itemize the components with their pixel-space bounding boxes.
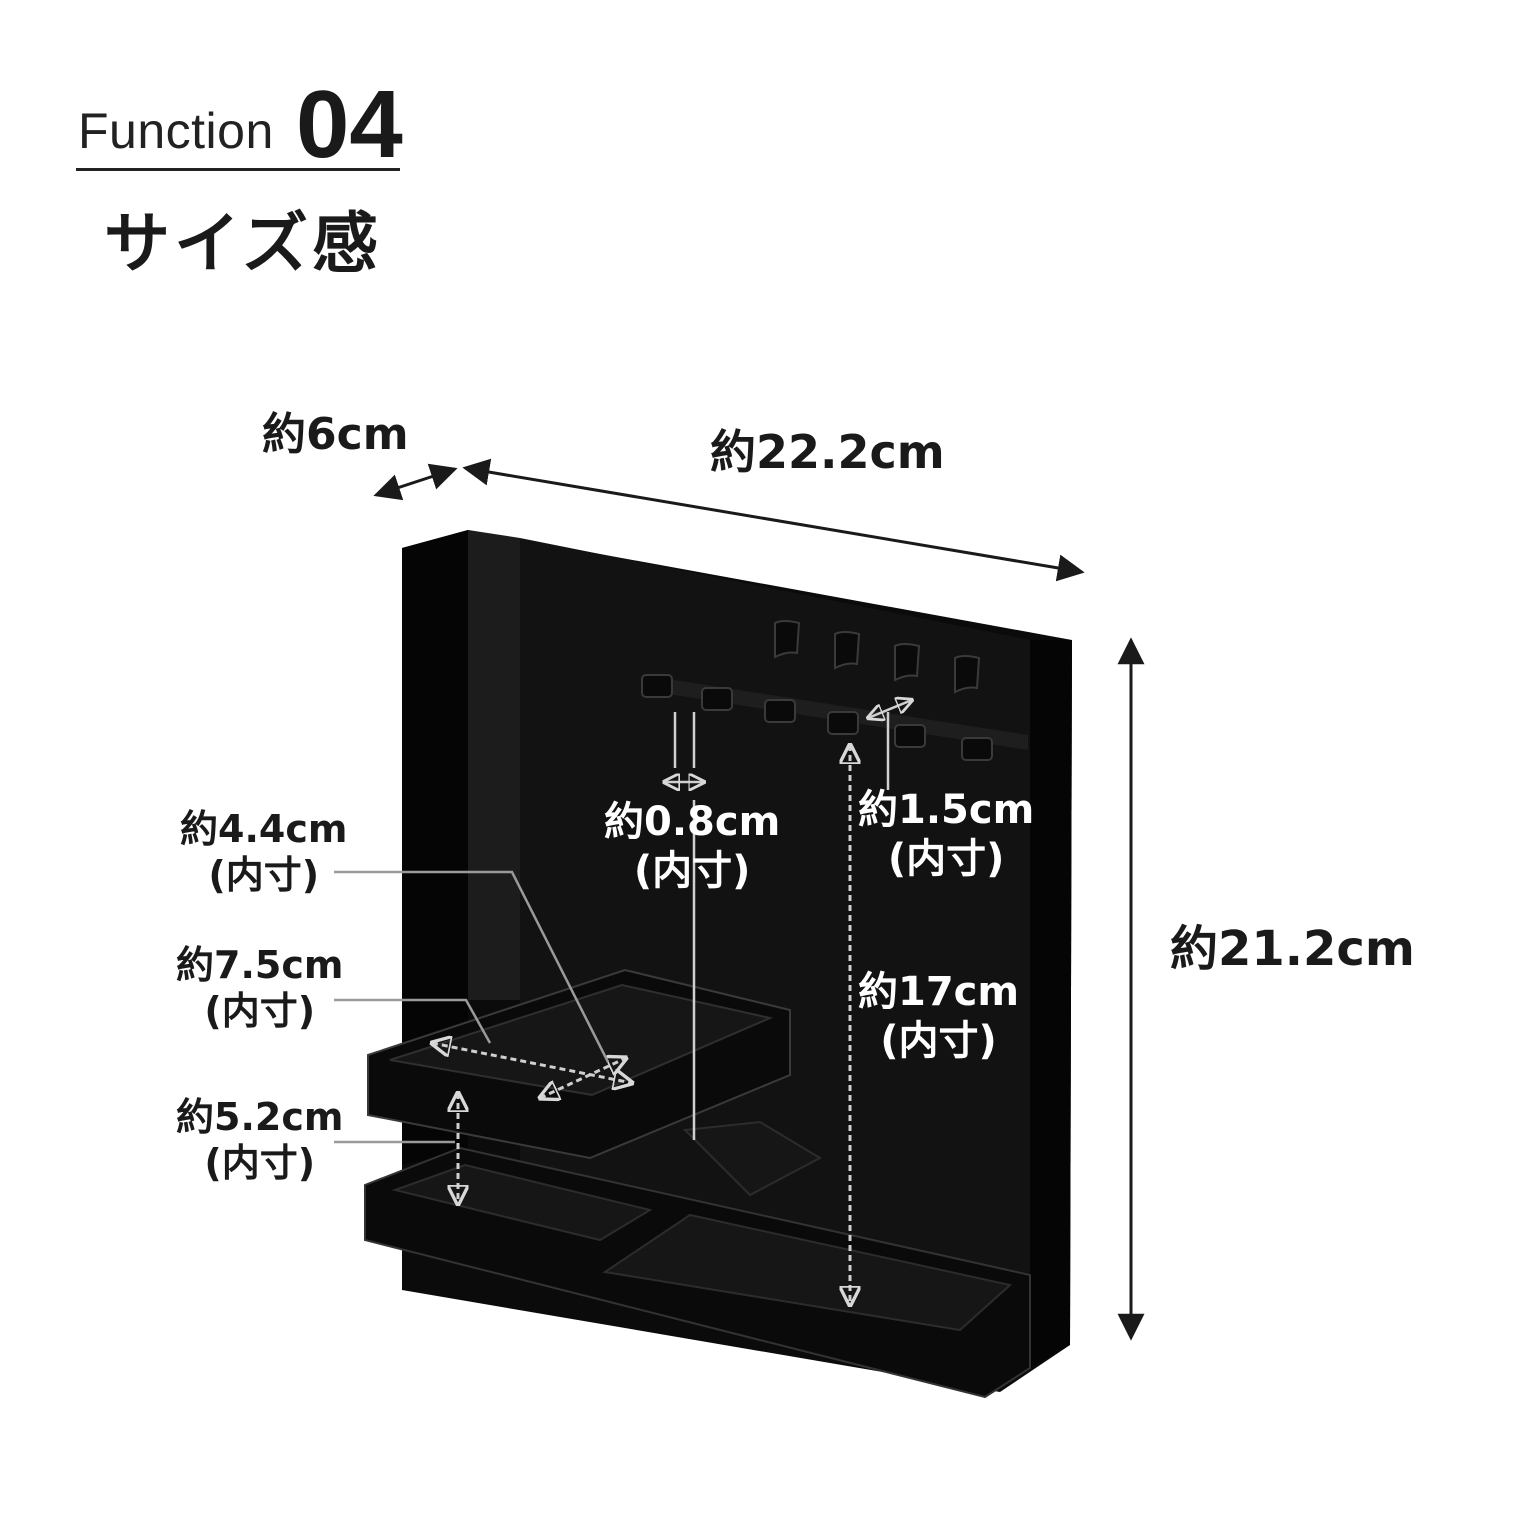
width-arrow bbox=[462, 458, 1085, 582]
tray-depth-label: 約4.4cm (内寸) bbox=[180, 807, 348, 898]
page-subtitle: サイズ感 bbox=[104, 205, 383, 282]
hook-depth-label: 約1.5cm (内寸) bbox=[858, 787, 1035, 882]
function-number: 04 bbox=[296, 71, 403, 178]
tray-width-arrow bbox=[432, 1043, 632, 1083]
depth-arrow bbox=[373, 463, 458, 501]
width-label: 約22.2cm bbox=[710, 425, 945, 479]
inner-height-label: 約17cm (内寸) bbox=[858, 969, 1020, 1064]
height-label: 約21.2cm bbox=[1170, 921, 1415, 977]
tray-depth-leader bbox=[334, 870, 610, 1063]
hook-gap-label: 約0.8cm (内寸) bbox=[604, 799, 781, 894]
hook-rail bbox=[641, 620, 1028, 761]
tray-height-label: 約5.2cm (内寸) bbox=[176, 1095, 344, 1186]
tray-depth-arrow bbox=[540, 1058, 626, 1098]
function-word: Function bbox=[78, 103, 274, 159]
hook-depth-arrow bbox=[868, 700, 912, 718]
header-divider bbox=[76, 168, 400, 171]
tray-width-leader bbox=[334, 998, 492, 1044]
tray-width-label: 約7.5cm (内寸) bbox=[176, 943, 344, 1034]
depth-label: 約6cm bbox=[262, 409, 409, 460]
